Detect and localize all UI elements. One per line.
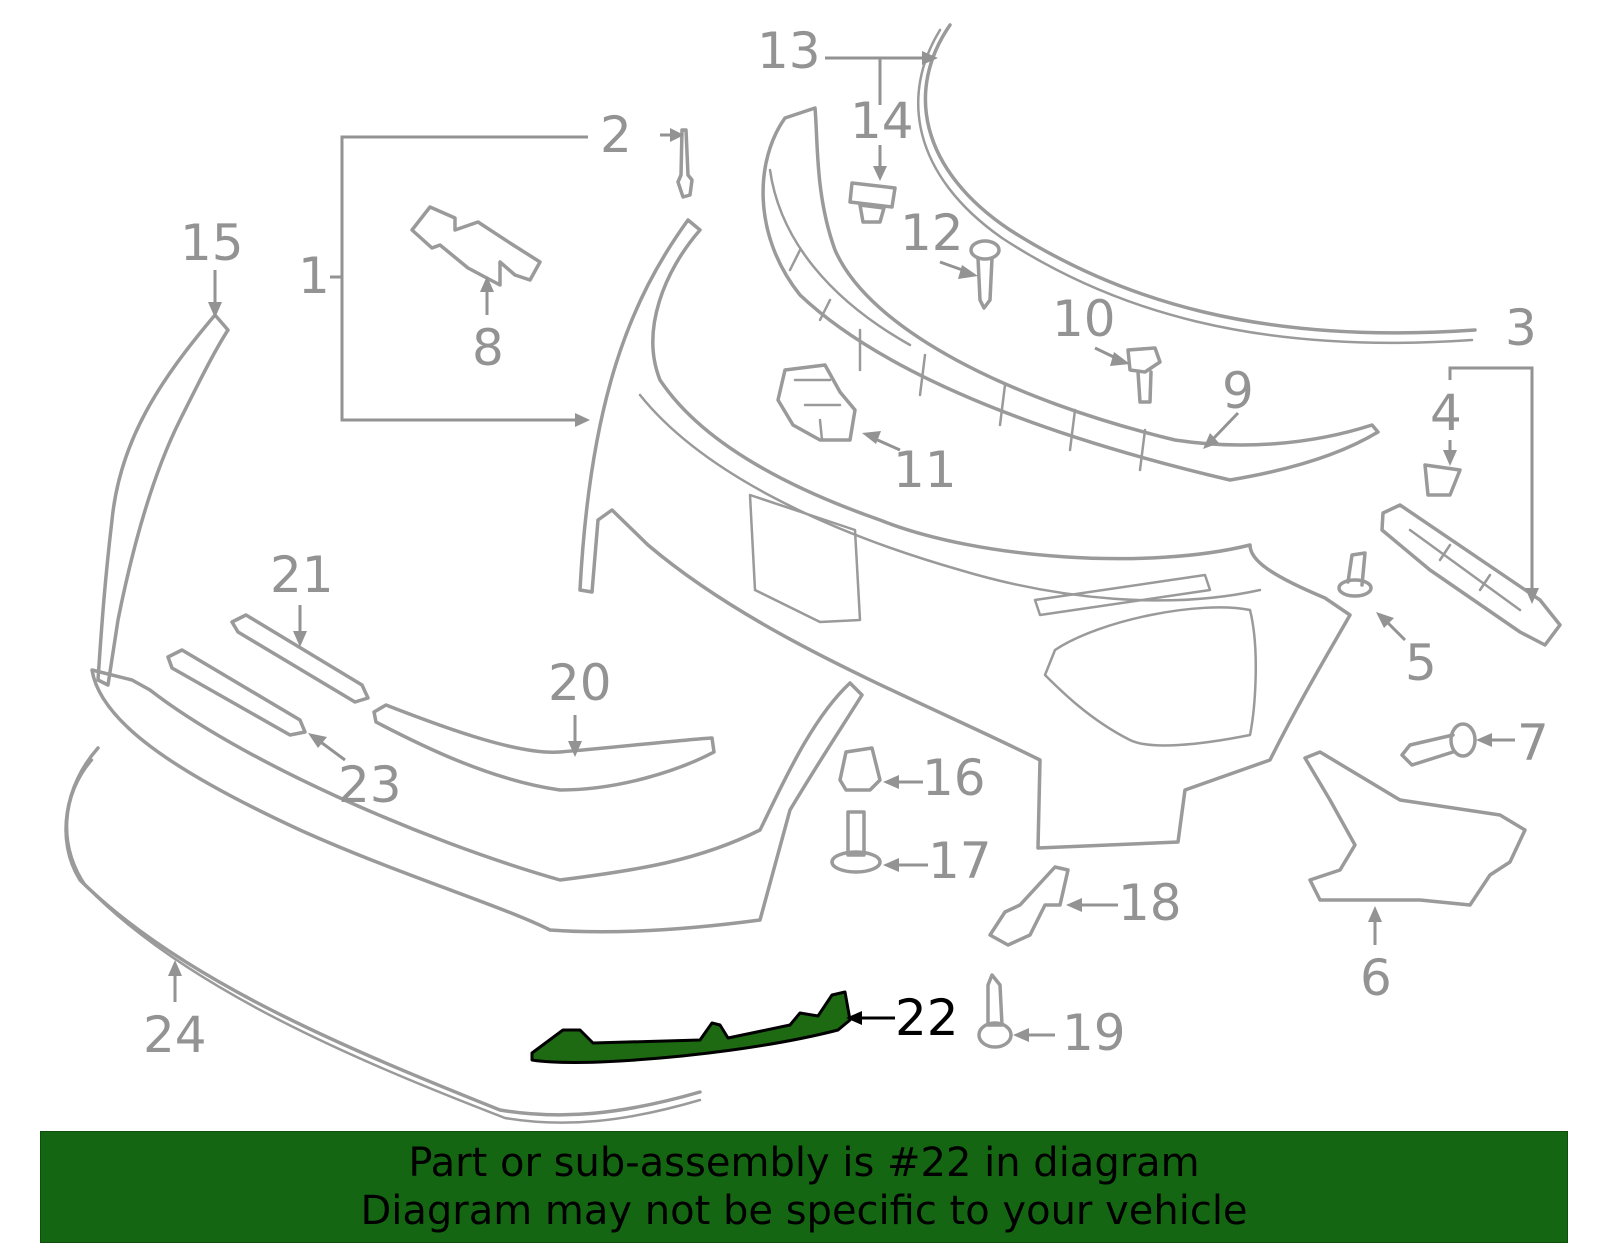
- callout-18: 18: [1118, 874, 1182, 932]
- callout-12: 12: [900, 204, 964, 262]
- callout-10: 10: [1052, 290, 1116, 348]
- part-13-molding: [923, 23, 1477, 335]
- part-22-highlighted: [530, 990, 852, 1064]
- callout-14: 14: [850, 92, 914, 150]
- part-23-trim: [166, 648, 307, 737]
- callout-6: 6: [1360, 949, 1392, 1007]
- part-8-emblem: [410, 205, 542, 287]
- part-5-bolt: [1337, 551, 1373, 598]
- callout-5: 5: [1405, 634, 1437, 692]
- banner-line-1: Part or sub-assembly is #22 in diagram: [408, 1140, 1200, 1186]
- part-7-screw: [1400, 722, 1477, 767]
- banner-line-2: Diagram may not be specific to your vehi…: [360, 1188, 1248, 1234]
- callout-13: 13: [757, 22, 821, 80]
- callout-1: 1: [298, 247, 330, 305]
- callout-22: 22: [895, 989, 959, 1047]
- callout-7: 7: [1517, 714, 1549, 772]
- part-21-trim: [230, 613, 370, 704]
- part-12-screw: [969, 239, 1001, 310]
- part-14-clip: [848, 181, 897, 224]
- part-6-bracket: [1303, 750, 1527, 907]
- callout-9: 9: [1222, 362, 1254, 420]
- part-19-screw: [977, 973, 1013, 1049]
- part-20-trim: [372, 703, 716, 792]
- part-16-nut: [838, 746, 882, 792]
- callout-16: 16: [922, 749, 986, 807]
- callout-3: 3: [1505, 299, 1537, 357]
- callout-11: 11: [893, 441, 957, 499]
- part-2-pin: [676, 128, 694, 199]
- callout-19: 19: [1062, 1004, 1126, 1062]
- info-banner: Part or sub-assembly is #22 in diagram D…: [40, 1131, 1568, 1243]
- callout-17: 17: [928, 832, 992, 890]
- parts-diagram: 1 2 3 4 5 6 7 8 9 10 11 12 13 14 15 16 1…: [64, 22, 1562, 1124]
- callout-23: 23: [338, 756, 402, 814]
- callout-21: 21: [270, 546, 334, 604]
- part-18-bracket: [988, 865, 1070, 947]
- callout-8: 8: [472, 319, 504, 377]
- callout-24: 24: [143, 1006, 207, 1064]
- part-lower-bumper: [90, 668, 864, 934]
- callout-15: 15: [180, 214, 244, 272]
- part-15-side-bracket: [96, 313, 230, 687]
- part-11-bracket: [776, 363, 857, 442]
- callout-4: 4: [1430, 384, 1462, 442]
- callout-2: 2: [600, 106, 632, 164]
- part-3-bracket: [1380, 503, 1562, 647]
- part-9-absorber: [761, 106, 1380, 482]
- leader-lines: [168, 51, 1539, 1042]
- callout-20: 20: [548, 654, 612, 712]
- part-4-clip: [1423, 463, 1462, 497]
- part-10-bolt: [1126, 346, 1162, 404]
- part-1-bumper-cover: [578, 218, 1352, 850]
- part-17-stud: [830, 810, 882, 874]
